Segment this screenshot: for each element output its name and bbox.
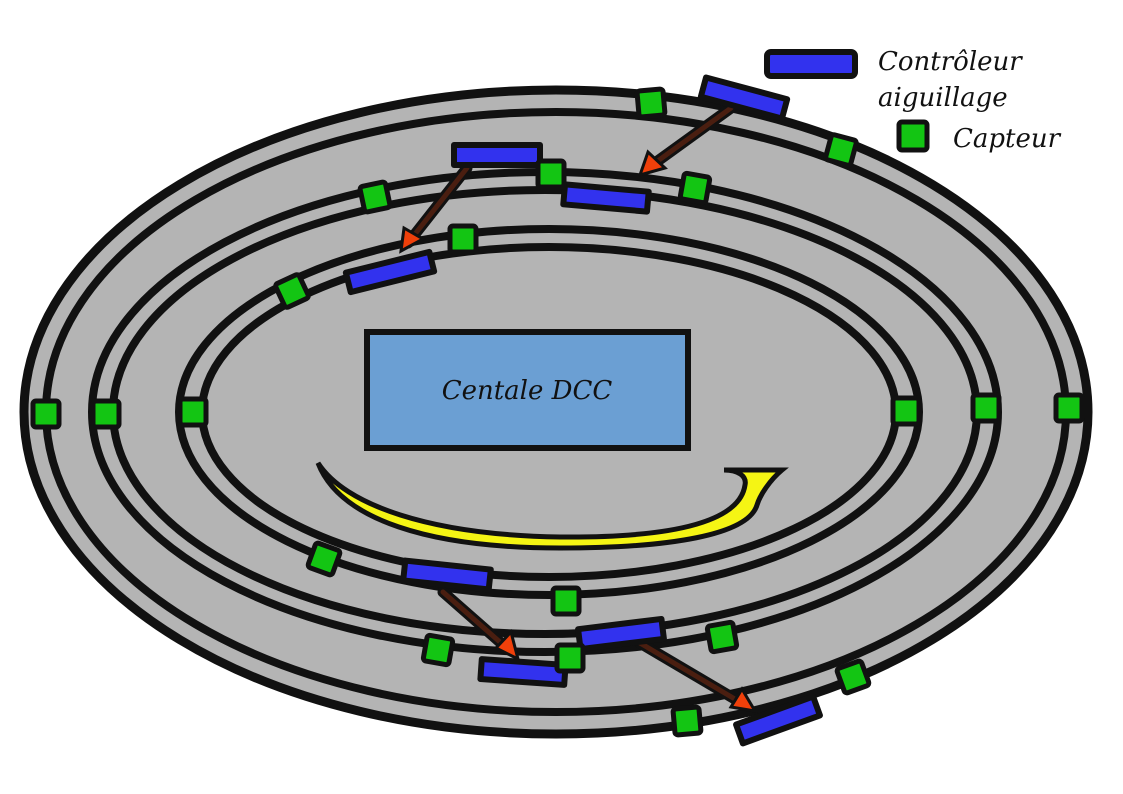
sensor-icon xyxy=(670,704,704,738)
sensor-icon xyxy=(30,398,62,430)
sensor-icon xyxy=(677,170,713,206)
curved-arrow-icon xyxy=(315,461,789,551)
switch-controller-icon xyxy=(451,142,543,168)
switch-arrows xyxy=(399,102,758,714)
sensor-icon xyxy=(550,585,582,617)
switch-controller-icon xyxy=(575,615,667,653)
switch-arrow xyxy=(634,637,758,714)
switch-controller-icon xyxy=(477,656,569,688)
sensor-icon xyxy=(177,396,209,428)
sensor-icon xyxy=(357,179,393,215)
sensor-icon xyxy=(970,392,1002,424)
switch-arrow xyxy=(399,162,473,254)
switch-arrow xyxy=(637,102,737,178)
sensors xyxy=(30,86,1085,738)
legend-controller-icon xyxy=(764,49,858,79)
sensor-icon xyxy=(305,540,343,578)
sensor-icon xyxy=(634,86,668,120)
central-dcc: Centale DCC xyxy=(364,329,691,451)
switch-controller-icon xyxy=(560,181,652,215)
sensor-icon xyxy=(90,398,122,430)
sensor-icon xyxy=(704,619,740,655)
sensor-icon xyxy=(535,158,567,190)
sensor-icon xyxy=(823,132,859,168)
legend-sensor-label: Capteur xyxy=(953,124,1062,154)
switch-controller-icon xyxy=(342,248,438,296)
switch-controller-icon xyxy=(697,74,791,122)
switch-controller-icon xyxy=(400,557,494,593)
legend-controller-label-line1: Contrôleur xyxy=(878,47,1023,77)
sensor-icon xyxy=(1053,392,1085,424)
sensor-icon xyxy=(834,658,872,696)
switch-arrow xyxy=(437,586,521,662)
sensor-icon xyxy=(273,272,311,310)
sensor-icon xyxy=(447,223,479,255)
legend-controller-label-line2: aiguillage xyxy=(878,83,1008,113)
switch-controller-icon xyxy=(733,693,823,747)
central-dcc-label: Centale DCC xyxy=(442,376,613,406)
sensor-icon xyxy=(420,632,456,668)
sensor-icon xyxy=(890,395,922,427)
sensor-icon xyxy=(554,642,586,674)
central-dcc-box xyxy=(364,329,691,451)
legend: Contrôleur aiguillage Capteur xyxy=(764,47,1062,154)
legend-sensor-icon xyxy=(896,119,930,153)
switch-controllers xyxy=(342,74,823,747)
direction-arrow xyxy=(315,461,789,551)
